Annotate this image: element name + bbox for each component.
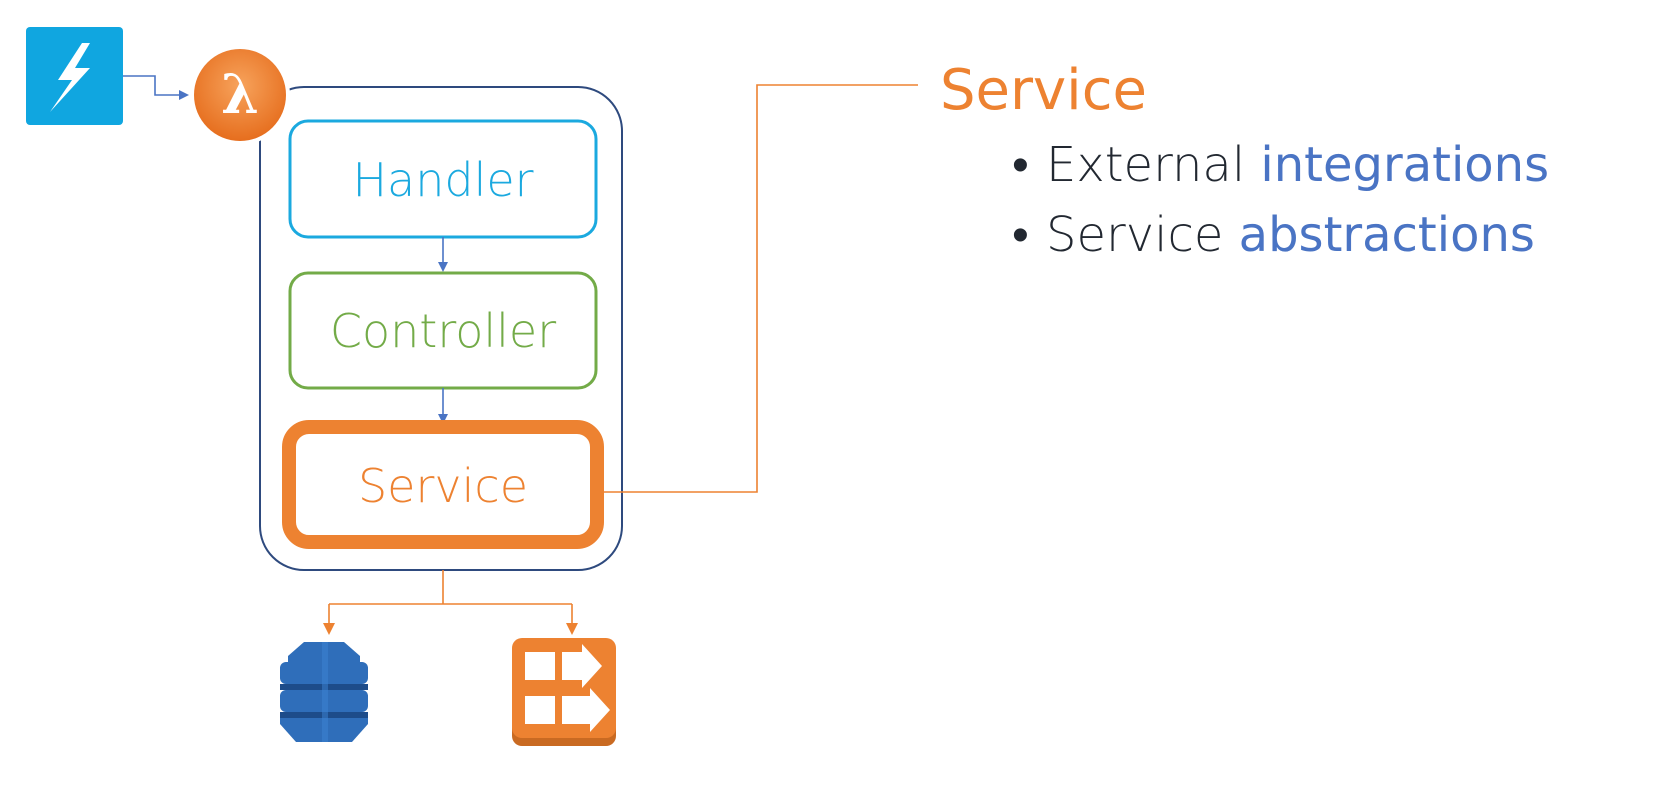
sqs-icon xyxy=(512,638,616,746)
bullet-item: • Service abstractions xyxy=(1012,200,1640,270)
function-container xyxy=(259,86,623,571)
panel-title: Service xyxy=(940,58,1147,123)
controller-layer: Controller xyxy=(288,271,598,390)
bullet-list: • External integrations • Service abstract… xyxy=(940,130,1640,270)
lambda-glyph: λ xyxy=(221,62,259,126)
downstream-connector xyxy=(323,570,578,635)
bullet-item: • External integrations xyxy=(1012,130,1640,200)
bullet-highlight: integrations xyxy=(1260,137,1550,193)
lightning-icon xyxy=(26,27,123,125)
dynamodb-icon xyxy=(280,642,368,742)
lambda-icon: λ xyxy=(190,45,290,145)
handler-label: Handler xyxy=(352,153,533,207)
bullet-text: External xyxy=(1046,137,1246,193)
trigger-connector xyxy=(123,75,189,100)
bullet-highlight: abstractions xyxy=(1238,207,1535,263)
service-description-panel: Service • External integrations • Service … xyxy=(940,58,1640,270)
bullet-text: Service xyxy=(1046,207,1224,263)
controller-label: Controller xyxy=(330,304,556,358)
handler-layer: Handler xyxy=(288,119,598,239)
service-layer: Service xyxy=(282,420,604,549)
bullet-dot: • xyxy=(1012,207,1029,263)
bullet-dot: • xyxy=(1012,137,1029,193)
service-callout-connector xyxy=(604,84,918,493)
service-label: Service xyxy=(358,459,528,513)
